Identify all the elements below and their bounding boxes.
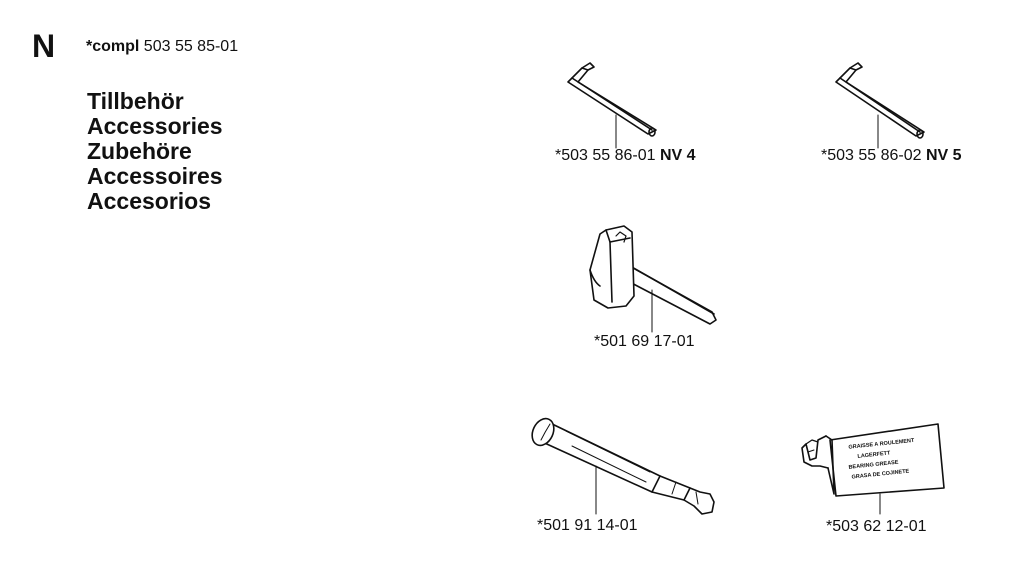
part-size: NV 5 xyxy=(925,147,962,164)
accessories-title-block: Tillbehör Accessories Zubehöre Accessoir… xyxy=(87,89,223,214)
part-label-grease-tube: *503 62 12-01 xyxy=(826,519,927,535)
piston-tool-icon xyxy=(531,417,715,515)
section-letter: N xyxy=(32,28,56,64)
part-number: *503 55 86-01 xyxy=(555,147,656,164)
complete-kit-number: *compl 503 55 85-01 xyxy=(86,39,238,55)
compl-prefix: *compl xyxy=(86,38,140,55)
hex-key-icon xyxy=(567,62,657,149)
part-number: *501 91 14-01 xyxy=(537,517,638,534)
compl-part-number: 503 55 85-01 xyxy=(143,38,239,55)
title-french: Accessoires xyxy=(87,163,223,189)
part-size: NV 4 xyxy=(659,147,696,164)
part-number: *503 55 86-02 xyxy=(821,147,922,164)
part-label-piston-tool: *501 91 14-01 xyxy=(537,518,638,534)
part-label-spanner: *501 69 17-01 xyxy=(594,334,695,350)
tube-print-line-3: BEARING GREASE xyxy=(848,460,899,471)
grease-tube-icon xyxy=(801,423,945,515)
part-number: *501 69 17-01 xyxy=(594,333,695,350)
combination-spanner-icon xyxy=(589,225,717,333)
part-label-hex-key-nv4: *503 55 86-01 NV 4 xyxy=(555,148,696,164)
title-swedish: Tillbehör xyxy=(87,88,184,114)
part-label-hex-key-nv5: *503 55 86-02 NV 5 xyxy=(821,148,962,164)
title-spanish: Accesorios xyxy=(87,188,212,214)
tube-print-line-2: LAGERFETT xyxy=(857,450,891,459)
hex-key-icon xyxy=(835,62,925,149)
title-german: Zubehöre xyxy=(87,138,192,164)
title-english: Accessories xyxy=(87,113,223,139)
part-number: *503 62 12-01 xyxy=(826,518,927,535)
